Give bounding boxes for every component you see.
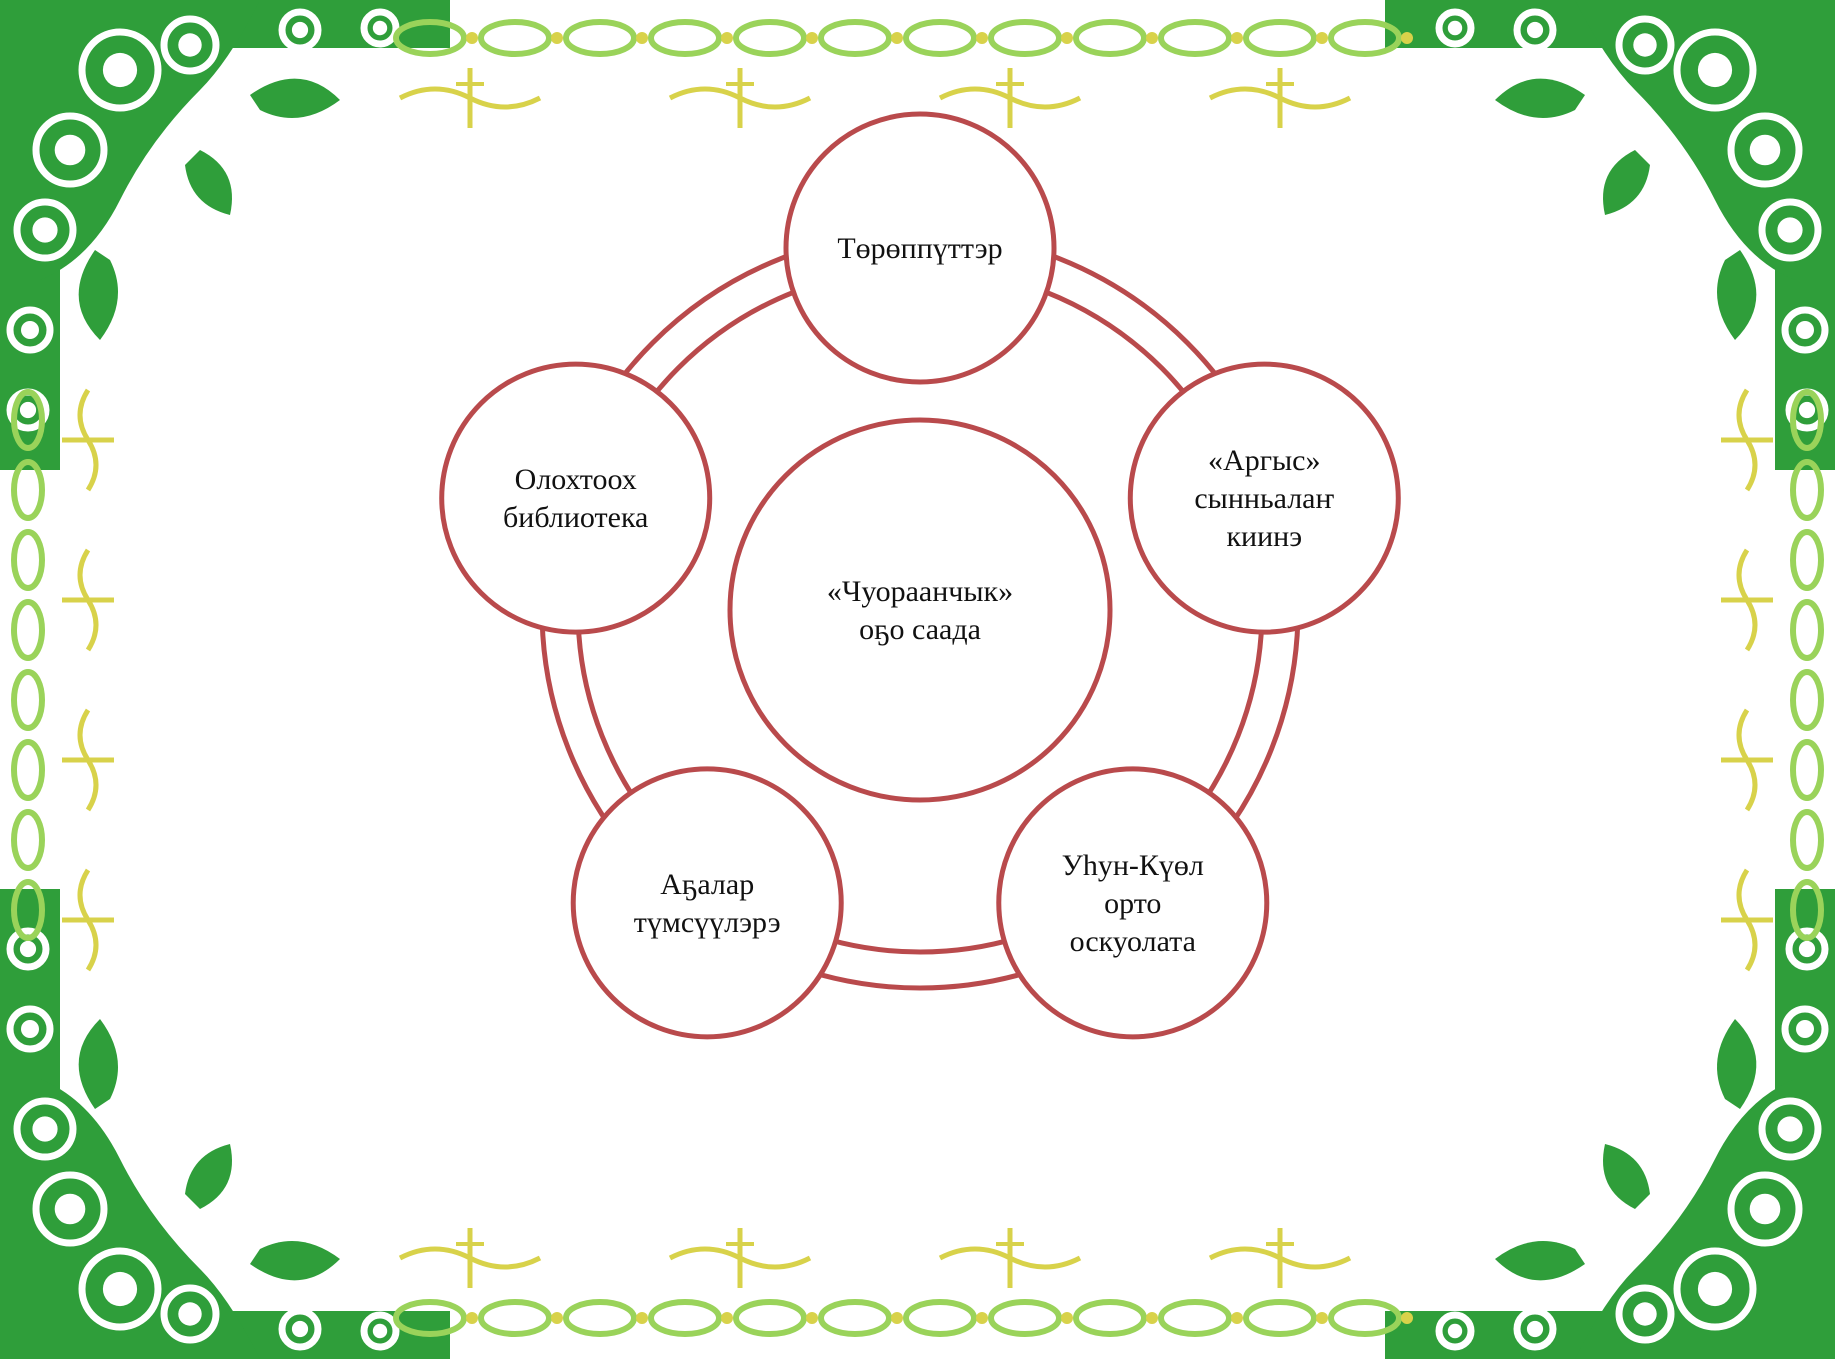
node-parents-label-line: Төрөппүттэр bbox=[837, 232, 1002, 265]
node-school-label-line: Уһун-Күөл bbox=[1062, 849, 1204, 882]
right-ornament-band bbox=[1721, 388, 1824, 972]
center-node: «Чуораанчык» оҕо саада bbox=[727, 417, 1113, 803]
node-library-circle bbox=[439, 361, 713, 635]
left-ornament-band bbox=[11, 388, 114, 972]
node-argys-circle bbox=[1127, 361, 1401, 635]
corner-ornament-top-left bbox=[0, 0, 450, 470]
node-school: Уһун-Күөл орто оскуолата bbox=[996, 766, 1270, 1040]
node-school-circle bbox=[996, 766, 1270, 1040]
node-elders-circle bbox=[570, 766, 844, 1040]
node-argys-label-line: сынньалаҥ bbox=[1194, 482, 1334, 515]
corner-ornament-bottom-right bbox=[1385, 889, 1835, 1359]
center-node-label-line: «Чуораанчык» bbox=[827, 575, 1013, 608]
node-school-label-line: орто bbox=[1104, 887, 1161, 920]
node-library: Олохтоох библиотека bbox=[439, 361, 713, 635]
node-school-label-line: оскуолата bbox=[1070, 925, 1196, 958]
node-library-label-line: Олохтоох bbox=[515, 463, 637, 496]
node-elders-label-line: Аҕалар bbox=[660, 868, 754, 901]
node-argys: «Аргыс» сынньалаҥ киинэ bbox=[1127, 361, 1401, 635]
center-node-circle bbox=[727, 417, 1113, 803]
node-elders-label-line: түмсүүлэрэ bbox=[634, 906, 781, 939]
node-argys-label-line: «Аргыс» bbox=[1208, 444, 1320, 477]
top-ornament-band bbox=[393, 19, 1413, 128]
node-library-label-line: библиотека bbox=[503, 501, 648, 534]
node-parents: Төрөппүттэр bbox=[783, 111, 1057, 385]
bottom-ornament-band bbox=[393, 1228, 1413, 1337]
node-argys-label-line: киинэ bbox=[1226, 520, 1302, 553]
center-node-label-line: оҕо саада bbox=[859, 613, 981, 646]
node-elders: Аҕалар түмсүүлэрэ bbox=[570, 766, 844, 1040]
node-parents-circle bbox=[783, 111, 1057, 385]
corner-ornament-bottom-left bbox=[0, 889, 450, 1359]
